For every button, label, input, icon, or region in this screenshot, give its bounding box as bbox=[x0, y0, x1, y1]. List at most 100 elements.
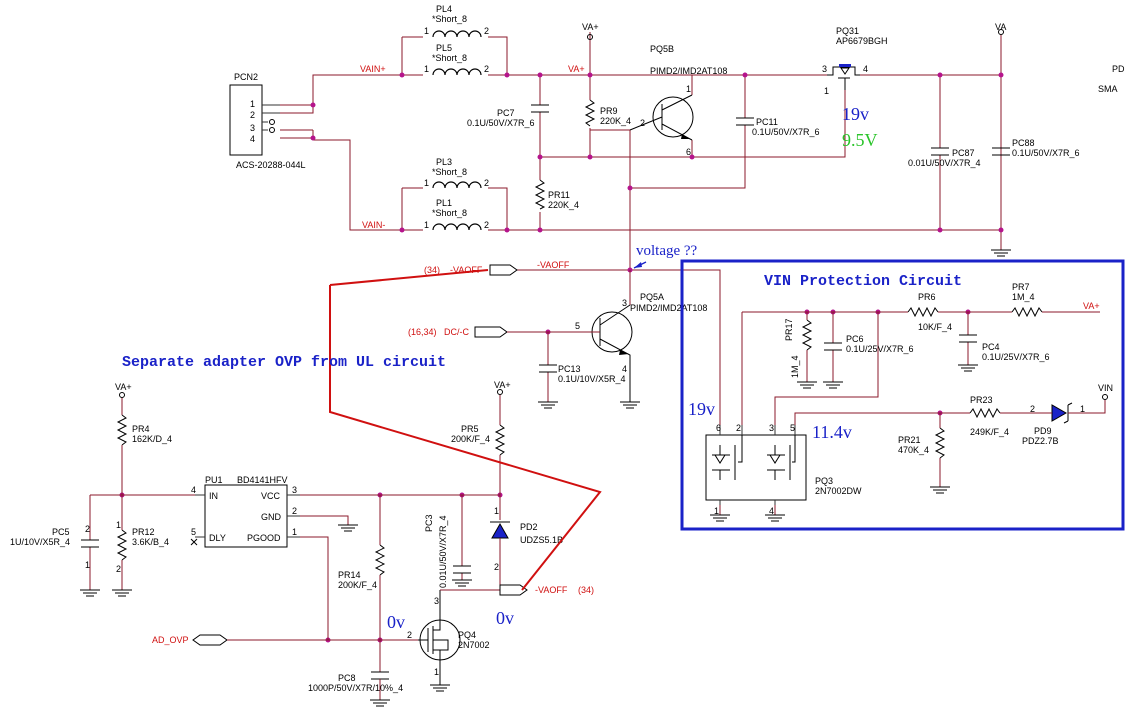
pq5b-pin1: 1 bbox=[686, 84, 691, 94]
pc5-pin2: 2 bbox=[85, 524, 90, 534]
cap-pc13: PC13 0.1U/10V/X5R_4 bbox=[538, 332, 626, 409]
pl3-pin2: 2 bbox=[484, 178, 489, 188]
ground-top bbox=[991, 249, 1011, 257]
pq3-pin5: 5 bbox=[790, 423, 795, 433]
pr23-ref: PR23 bbox=[970, 395, 993, 405]
pl4-value: *Short_8 bbox=[432, 14, 467, 24]
pc6-ref: PC6 bbox=[846, 334, 864, 344]
pq3-pin4: 4 bbox=[769, 506, 774, 516]
ad-ovp-offpage: AD_OVP bbox=[152, 634, 418, 646]
pc5-ref: PC5 bbox=[52, 527, 70, 537]
pd9-pin2: 2 bbox=[1030, 404, 1035, 414]
pq31-ref: PQ31 bbox=[836, 26, 859, 36]
mosfet-pq31: PQ31 AP6679BGH 3 4 1 bbox=[822, 26, 888, 96]
pl5-pin1: 1 bbox=[424, 64, 429, 74]
pu1-gnd-wire bbox=[300, 515, 349, 525]
cap-pc87: PC87 0.01U/50V/X7R_4 bbox=[908, 147, 981, 168]
pq31-pin1: 1 bbox=[824, 86, 829, 96]
pc4-ref: PC4 bbox=[982, 342, 1000, 352]
pd2-pin1: 1 bbox=[494, 506, 499, 516]
pgood-wire bbox=[300, 536, 329, 640]
pu1-ground bbox=[338, 524, 358, 532]
pc13-value: 0.1U/10V/X5R_4 bbox=[558, 374, 626, 384]
pc13-ref: PC13 bbox=[558, 364, 581, 374]
transistor-pq5b: PQ5B PIMD2/IMD2AT108 2 1 6 bbox=[629, 44, 727, 157]
resistor-pr9: PR9 220K_4 bbox=[584, 99, 631, 127]
cap-pc4: PC4 0.1U/25V/X7R_6 bbox=[958, 334, 1050, 372]
net-vain-minus: VAIN- bbox=[362, 220, 385, 230]
pq5b-pin6: 6 bbox=[686, 147, 691, 157]
dcc-offpage: (16,34) DC/-C bbox=[408, 326, 600, 338]
cap-pc88: PC88 0.1U/50V/X7R_6 bbox=[992, 138, 1080, 158]
pl4-pin1: 1 bbox=[424, 26, 429, 36]
pu1-ref: PU1 bbox=[205, 475, 223, 485]
pd9-value: PDZ2.7B bbox=[1022, 436, 1059, 446]
pr12-ref: PR12 bbox=[132, 527, 155, 537]
va-plus-arrow-top: VA+ bbox=[582, 22, 599, 40]
pc7-ref: PC7 bbox=[497, 108, 515, 118]
resistor-pr14: PR14 200K/F_4 bbox=[338, 495, 386, 672]
pq31-pin4: 4 bbox=[863, 64, 868, 74]
pu1-dly: DLY bbox=[209, 533, 226, 543]
pr7-ref: PR7 bbox=[1012, 282, 1030, 292]
pu1-gnd: GND bbox=[261, 512, 282, 522]
pu1-in: IN bbox=[209, 491, 218, 501]
pc7-value: 0.1U/50V/X7R_6 bbox=[467, 118, 535, 128]
pc6-value: 0.1U/25V/X7R_6 bbox=[846, 344, 914, 354]
pu1-pin4: 4 bbox=[191, 485, 196, 495]
markup-red-path bbox=[329, 269, 602, 591]
vin-arrow: VIN bbox=[1098, 383, 1113, 400]
zener-pd2: PD2 UDZS5.1B 1 2 bbox=[490, 506, 563, 590]
pr12-pin2: 2 bbox=[116, 564, 121, 574]
transistor-pq5a: PQ5A PIMD2/IMD2AT108 5 3 4 bbox=[575, 270, 707, 409]
pr5-value: 200K/F_4 bbox=[451, 434, 490, 444]
cut-pd-label: PD bbox=[1112, 64, 1125, 74]
pu1-vcc: VCC bbox=[261, 491, 281, 501]
inductor-pl4: PL4 *Short_8 1 2 bbox=[424, 4, 489, 38]
pcn2-ref: PCN2 bbox=[234, 72, 258, 82]
cap-pc7: PC7 0.1U/50V/X7R_6 bbox=[467, 104, 549, 128]
pq5a-ref: PQ5A bbox=[640, 292, 664, 302]
pu1-pin5: 5 bbox=[191, 527, 196, 537]
inductor-pl1: PL1 *Short_8 1 2 bbox=[424, 198, 489, 231]
dcc-ref: (16,34) bbox=[408, 327, 437, 337]
pc3-value: 0.01U/50V/X7R_4 bbox=[438, 515, 448, 588]
vaoff-mid: -VAOFF bbox=[537, 260, 570, 270]
pc11-ref: PC11 bbox=[756, 117, 778, 127]
pr11-value: 220K_4 bbox=[548, 200, 579, 210]
resistor-pr21: PR21 470K_4 bbox=[898, 427, 950, 494]
pd2-value: UDZS5.1B bbox=[520, 535, 563, 545]
pl5-ref: PL5 bbox=[436, 43, 452, 53]
top-wires bbox=[280, 35, 1002, 425]
pcn2-pin3: 3 bbox=[250, 123, 255, 133]
pr14-value: 200K/F_4 bbox=[338, 580, 377, 590]
pcn2-part: ACS-20288-044L bbox=[236, 160, 306, 170]
cap-pc5: PC5 1U/10V/X5R_4 2 1 bbox=[10, 495, 100, 597]
pq4-ref: PQ4 bbox=[458, 630, 476, 640]
pr11-ref: PR11 bbox=[548, 190, 570, 200]
pq3-ground-right bbox=[765, 514, 785, 522]
voltage-19v-box: 19v bbox=[688, 399, 715, 419]
vaoff-offpage-top: (34) -VAOFF -VAOFF bbox=[424, 260, 570, 276]
voltage-19v-top: 19v bbox=[842, 104, 869, 124]
pq3-pin6: 6 bbox=[716, 423, 721, 433]
pq5a-pin3: 3 bbox=[622, 298, 627, 308]
pr7-value: 1M_4 bbox=[1012, 292, 1035, 302]
cap-pc6: PC6 0.1U/25V/X7R_6 bbox=[823, 334, 914, 389]
pl1-pin1: 1 bbox=[424, 220, 429, 230]
pr4-va-plus-label: VA+ bbox=[115, 382, 132, 392]
pq3-ref: PQ3 bbox=[815, 476, 833, 486]
pr9-ref: PR9 bbox=[600, 106, 618, 116]
pr4-ref: PR4 bbox=[132, 424, 150, 434]
pu1-value: BD4141HFV bbox=[237, 475, 288, 485]
pr9-value: 220K_4 bbox=[600, 116, 631, 126]
resistor-pr5: VA+ PR5 200K/F_4 bbox=[451, 380, 511, 520]
ic-pu1: PU1 BD4141HFV IN VCC GND DLY PGOOD 4 5 3… bbox=[190, 475, 300, 548]
pq5b-ref: PQ5B bbox=[650, 44, 674, 54]
pr17-ref: PR17 bbox=[784, 318, 794, 341]
pq5a-pin5: 5 bbox=[575, 321, 580, 331]
cut-sma-label: SMA bbox=[1098, 84, 1118, 94]
pu1-pin1: 1 bbox=[292, 527, 297, 537]
inductor-pl5: PL5 *Short_8 1 2 bbox=[424, 43, 489, 76]
pr5-va-plus-label: VA+ bbox=[494, 380, 511, 390]
